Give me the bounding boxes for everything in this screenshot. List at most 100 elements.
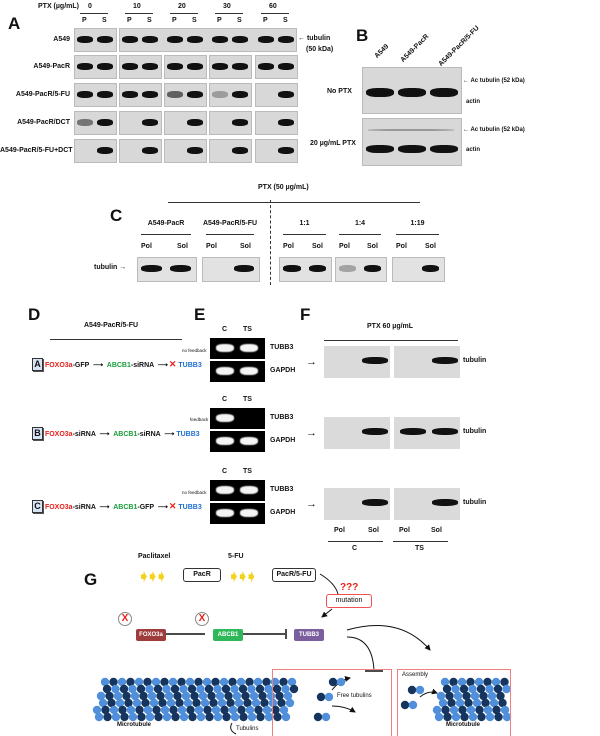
tubulin-dimer <box>202 677 212 687</box>
band <box>232 63 248 70</box>
tubulin-dimer <box>100 677 110 687</box>
free-tubulins-label: Free tubulins <box>337 693 372 699</box>
tubulin-dimer <box>134 677 144 687</box>
group-label: 1:19 <box>410 220 425 227</box>
tubulin-dimer <box>451 712 461 722</box>
band <box>142 119 158 126</box>
gel-band <box>216 509 234 517</box>
tubulin-dimer <box>173 691 182 701</box>
tubulin-dimer <box>120 712 129 722</box>
assembly-box <box>397 669 511 736</box>
tubulin-dimer <box>217 698 227 708</box>
tubulin-dimer <box>287 677 297 687</box>
disassembly-box <box>272 669 392 736</box>
tubulin-dimer <box>196 684 205 694</box>
feedback-note: feedback <box>190 417 209 422</box>
scheme-box: A <box>32 358 43 371</box>
tubulin-dimer <box>271 705 280 715</box>
blocked-x-icon: ✕ <box>168 501 177 511</box>
gel-band <box>216 367 234 375</box>
tubulin-dimer <box>458 705 467 715</box>
tubulin-dimer <box>169 705 178 715</box>
tubulin-dimer <box>447 698 456 708</box>
group-label: A549-PacR/5-FU <box>202 220 258 227</box>
ptx-label: PTX (µg/mL) <box>38 3 79 10</box>
tubulin-dimer <box>441 705 450 715</box>
tubulin-dimer <box>272 684 282 694</box>
blot <box>209 83 252 107</box>
tubulin-dimer <box>145 684 154 694</box>
tubulin-dimer <box>472 698 482 708</box>
tubulin-dimer <box>186 705 195 715</box>
tubulin-dimer <box>502 712 512 722</box>
tubulin-dimer <box>160 677 169 687</box>
tubulin-dimer <box>177 705 187 715</box>
gel-gapdh <box>210 431 265 452</box>
tubulin-dimer <box>117 677 127 687</box>
tubulin-dimer <box>221 684 231 694</box>
tubulin-dimer <box>449 705 459 715</box>
tubulin-dimer <box>279 705 289 715</box>
gel-band <box>240 486 258 494</box>
panel-g-letter: G <box>84 570 98 589</box>
band <box>167 36 183 43</box>
tubulin-dimer <box>491 677 501 687</box>
lane-pol: Pol <box>206 243 217 250</box>
tubulin-dimer <box>158 698 167 708</box>
band <box>432 428 458 435</box>
title-rule <box>168 202 420 203</box>
lane-sol: Sol <box>431 527 442 534</box>
gene-abcb1: ABCB1 <box>213 629 243 641</box>
gene-label: TUBB3 <box>270 486 294 493</box>
tubulin-dimer <box>119 684 129 694</box>
tubulin-dimer <box>124 698 133 708</box>
band <box>77 36 93 43</box>
tubulin-dimer <box>92 705 102 715</box>
tubulin-marker: ← tubulin <box>298 35 331 42</box>
lane-p: P <box>172 17 177 24</box>
construct: -siRNA <box>72 504 96 511</box>
tubulin-dimer <box>137 712 146 722</box>
tubulin-dimer <box>281 684 290 694</box>
gene-foxo3a: FOXO3a <box>44 504 73 511</box>
tubulin-dimer <box>149 698 159 708</box>
tubulin-dimer <box>237 705 246 715</box>
tubulin-dimer <box>453 691 463 701</box>
tubulin-dimer <box>153 684 163 694</box>
band <box>400 428 426 435</box>
treatment-arrows-icon: ➧➧➧ <box>228 568 257 584</box>
band <box>77 119 93 126</box>
group-rule <box>396 234 439 235</box>
tubulin-dimer <box>175 698 184 708</box>
tubulin-dimer <box>222 712 231 722</box>
gene-tubb3: TUBB3 <box>178 504 202 511</box>
tubulin-dimer <box>164 691 174 701</box>
band <box>278 63 294 70</box>
tubulin-dimer <box>230 684 239 694</box>
tubulin-dimer <box>321 712 331 722</box>
band <box>187 147 203 154</box>
tubulin-dimer <box>247 712 257 722</box>
row-label: A549-PacR/5-FU+DCT <box>0 147 73 154</box>
dose-rule <box>170 13 198 14</box>
band <box>362 357 388 364</box>
lane-sol: Sol <box>425 243 436 250</box>
construct: -siRNA <box>137 431 161 438</box>
cond-20-ptx: 20 µg/mL PTX <box>310 140 356 147</box>
tubulin-dimer <box>440 677 450 687</box>
tubulin-dimer <box>255 684 265 694</box>
tubulin-dimer <box>192 698 201 708</box>
dose-label: 60 <box>269 3 277 10</box>
lane-s: S <box>237 17 242 24</box>
lane-c: C <box>222 468 228 475</box>
tubulin-dimer <box>400 700 410 710</box>
tubulin-dimer <box>207 691 216 701</box>
arrow-icon: → <box>306 356 317 368</box>
gel-tubb3 <box>210 480 265 501</box>
lane-sol: Sol <box>368 527 379 534</box>
gel-band <box>216 486 234 494</box>
tubulin-dimer <box>232 691 242 701</box>
band <box>187 119 203 126</box>
tubulin-dimer <box>211 705 221 715</box>
tubulin-dimer <box>168 677 178 687</box>
